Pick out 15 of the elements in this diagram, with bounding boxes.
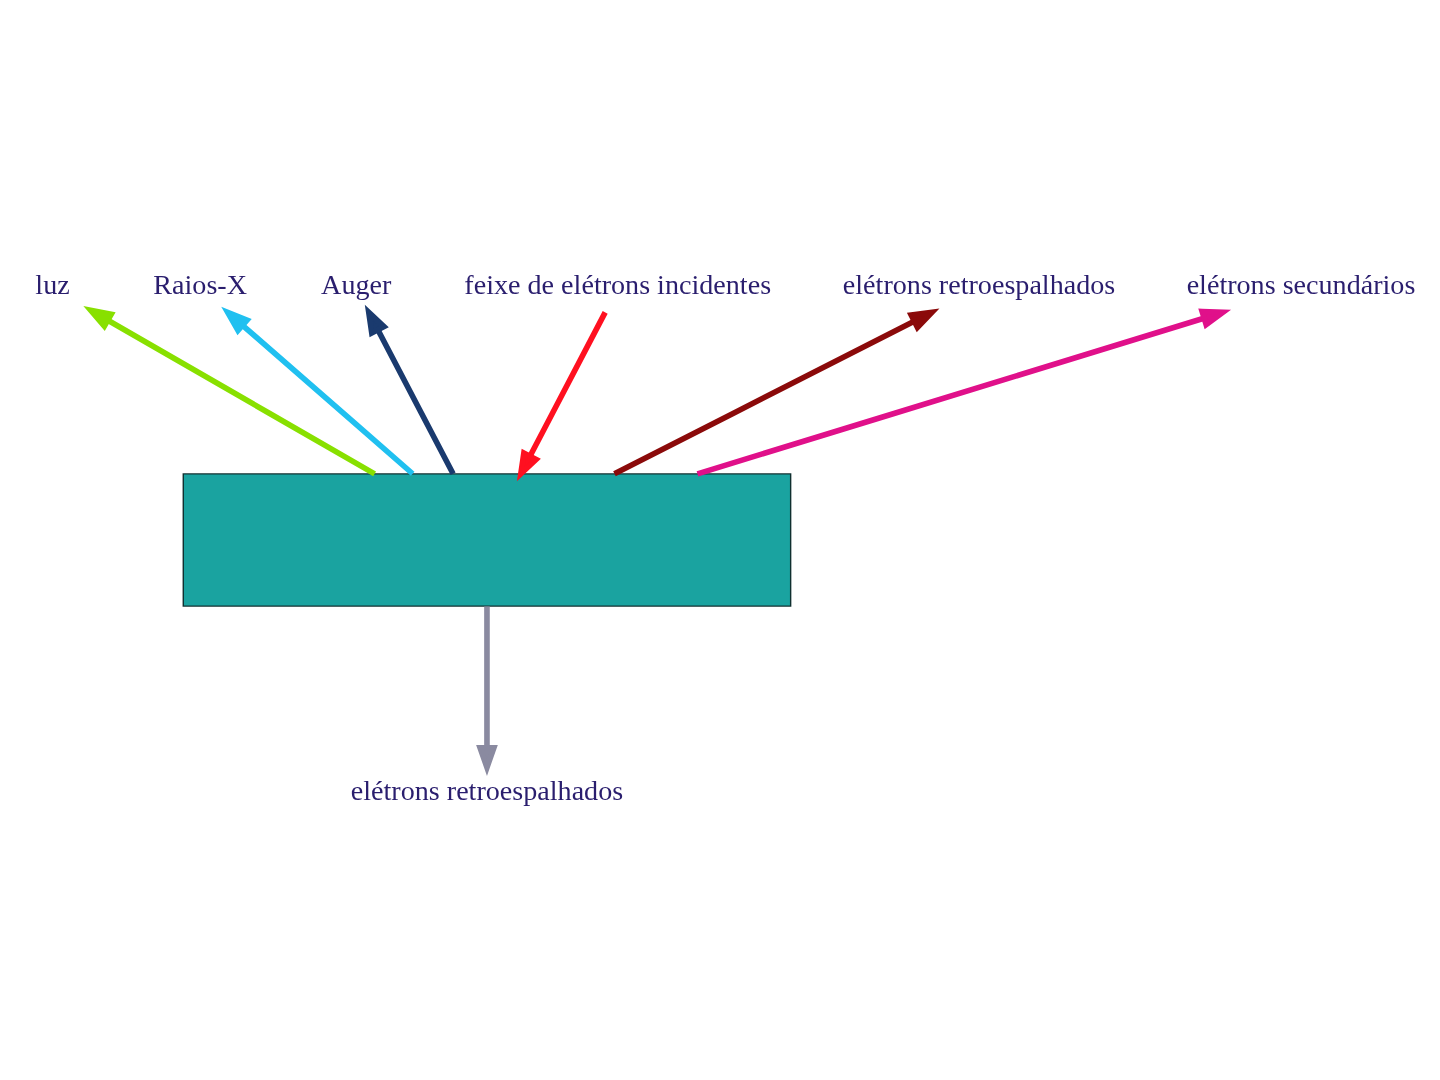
- arrow: [476, 606, 498, 776]
- arrow: [364, 304, 456, 476]
- node-text: luz: [35, 268, 70, 300]
- node-text: Auger: [321, 268, 392, 300]
- node-text: feixe de elétrons incidentes: [464, 268, 772, 300]
- arrow: [696, 308, 1232, 477]
- node-text: elétrons retroespalhados: [350, 775, 624, 807]
- arrow: [516, 311, 608, 482]
- node-text: elétrons retroespalhados: [842, 268, 1116, 300]
- arrow: [221, 306, 415, 476]
- arrow: [83, 306, 376, 477]
- node-text: Raios-X: [153, 268, 248, 300]
- node-box: [182, 473, 792, 607]
- node-text: elétrons secundários: [1186, 268, 1416, 300]
- arrow: [613, 308, 940, 477]
